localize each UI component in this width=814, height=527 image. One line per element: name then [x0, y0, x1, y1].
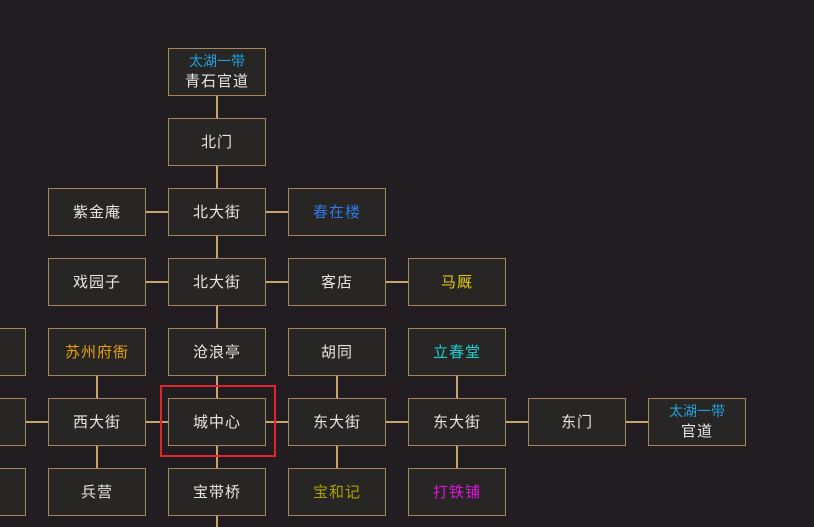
- path-link: [216, 376, 218, 399]
- room-name: 西大街: [72, 413, 121, 431]
- path-link: [336, 376, 338, 399]
- room-name: 宝和记: [312, 483, 361, 501]
- room-bei-dajie-1[interactable]: 北大街: [168, 188, 266, 236]
- path-link: [216, 446, 218, 469]
- room-name: 北大街: [192, 203, 241, 221]
- room-name: 胡同: [320, 343, 353, 361]
- room-edge-left-3[interactable]: [0, 468, 26, 516]
- room-name: 苏州府衙: [64, 343, 129, 361]
- room-name: 官道: [680, 421, 713, 440]
- room-dong-dajie-1[interactable]: 东大街: [288, 398, 386, 446]
- path-link: [336, 446, 338, 469]
- room-name: 东门: [560, 413, 593, 431]
- room-edge-left-1[interactable]: [0, 328, 26, 376]
- room-baohe-ji[interactable]: 宝和记: [288, 468, 386, 516]
- room-name: 立春堂: [432, 343, 481, 361]
- room-name: 宝带桥: [192, 483, 241, 501]
- room-qingshi-guandao[interactable]: 太湖一带 青石官道: [168, 48, 266, 96]
- room-region-label: 太湖一带: [189, 53, 245, 70]
- room-name: 马厩: [440, 273, 473, 291]
- room-name: 紫金庵: [72, 203, 121, 221]
- room-datie-pu[interactable]: 打铁铺: [408, 468, 506, 516]
- room-zijin-an[interactable]: 紫金庵: [48, 188, 146, 236]
- room-dong-dajie-2[interactable]: 东大街: [408, 398, 506, 446]
- path-link: [216, 166, 218, 189]
- path-link: [456, 376, 458, 399]
- room-dongmen[interactable]: 东门: [528, 398, 626, 446]
- path-link: [266, 281, 288, 283]
- path-link: [146, 211, 168, 213]
- path-link: [266, 211, 288, 213]
- room-guandao[interactable]: 太湖一带 官道: [648, 398, 746, 446]
- room-baodai-qiao[interactable]: 宝带桥: [168, 468, 266, 516]
- path-link: [146, 281, 168, 283]
- room-hutong[interactable]: 胡同: [288, 328, 386, 376]
- room-name: 兵营: [80, 483, 113, 501]
- room-name: 沧浪亭: [192, 343, 241, 361]
- path-link: [96, 376, 98, 399]
- path-link: [456, 446, 458, 469]
- path-link: [216, 236, 218, 259]
- room-name: 城中心: [192, 413, 241, 431]
- room-region-label: 太湖一带: [669, 403, 725, 420]
- path-link: [216, 516, 218, 527]
- path-link: [26, 421, 48, 423]
- room-name: 客店: [320, 273, 353, 291]
- room-name: 春在楼: [312, 203, 361, 221]
- room-name: 东大街: [432, 413, 481, 431]
- room-cheng-zhongxin[interactable]: 城中心: [168, 398, 266, 446]
- room-majiu[interactable]: 马厩: [408, 258, 506, 306]
- room-bei-dajie-2[interactable]: 北大街: [168, 258, 266, 306]
- path-link: [216, 96, 218, 119]
- path-link: [96, 446, 98, 469]
- room-lichun-tang[interactable]: 立春堂: [408, 328, 506, 376]
- room-bingying[interactable]: 兵营: [48, 468, 146, 516]
- room-chunzai-lou[interactable]: 春在楼: [288, 188, 386, 236]
- path-link: [146, 421, 168, 423]
- path-link: [386, 281, 408, 283]
- room-kedian[interactable]: 客店: [288, 258, 386, 306]
- room-xi-yuanzi[interactable]: 戏园子: [48, 258, 146, 306]
- path-link: [266, 421, 288, 423]
- room-name: 北门: [200, 133, 233, 151]
- room-name: 青石官道: [184, 71, 249, 90]
- room-beimen[interactable]: 北门: [168, 118, 266, 166]
- room-canglang-ting[interactable]: 沧浪亭: [168, 328, 266, 376]
- path-link: [216, 306, 218, 329]
- room-suzhou-fuya[interactable]: 苏州府衙: [48, 328, 146, 376]
- room-name: 北大街: [192, 273, 241, 291]
- room-xi-dajie[interactable]: 西大街: [48, 398, 146, 446]
- room-name: 东大街: [312, 413, 361, 431]
- path-link: [506, 421, 528, 423]
- path-link: [626, 421, 648, 423]
- room-edge-left-2[interactable]: [0, 398, 26, 446]
- room-name: 戏园子: [72, 273, 121, 291]
- path-link: [386, 421, 408, 423]
- room-name: 打铁铺: [432, 483, 481, 501]
